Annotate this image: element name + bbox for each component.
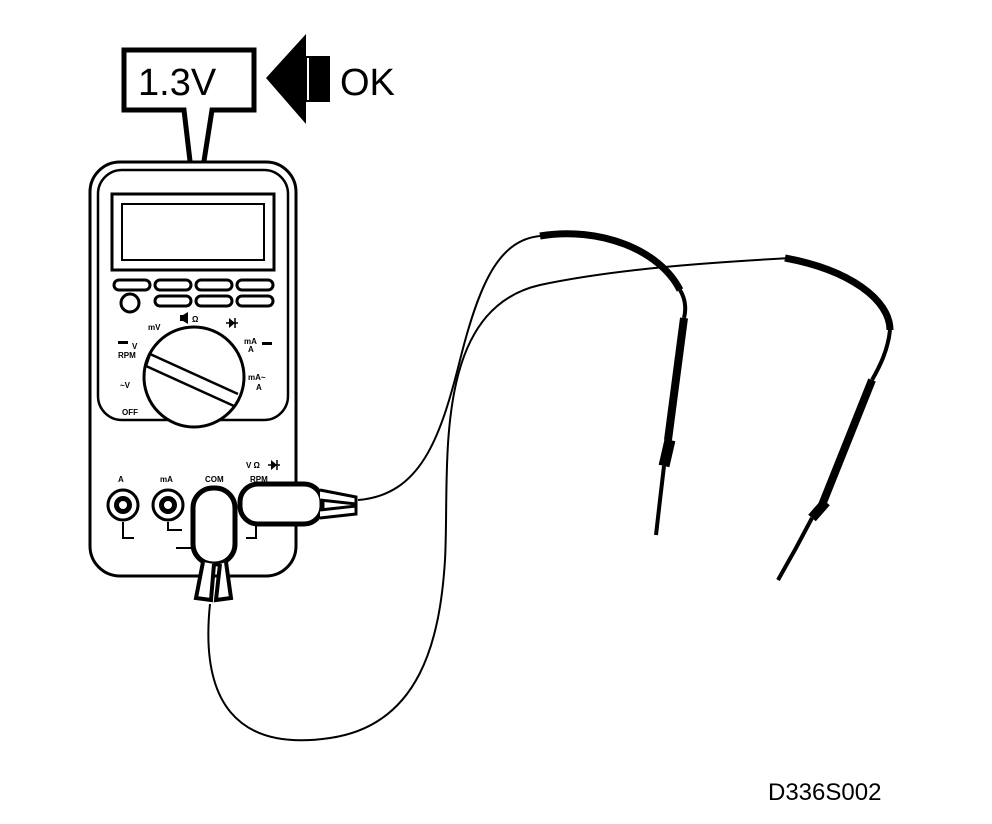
- jack-a[interactable]: [106, 488, 140, 539]
- jack-label-v-ohm: V Ω: [246, 461, 261, 470]
- dial-label-ma-dc: mA: [244, 337, 257, 346]
- dial-label-ac-v: ~V: [120, 381, 131, 390]
- lcd-screen: [121, 203, 265, 261]
- diode-icon: [226, 318, 238, 328]
- dc-symbol-icon: [262, 342, 272, 345]
- multimeter-body: mV Ω V RPM ~V OFF mA A mA~ A A mA COM V …: [88, 160, 298, 578]
- red-test-lead[interactable]: [237, 230, 688, 536]
- display-window: [110, 192, 276, 272]
- dial-label-v: V: [132, 342, 138, 351]
- dial-label-ohm: Ω: [192, 315, 199, 324]
- power-button[interactable]: [119, 292, 141, 314]
- rotary-dial[interactable]: [142, 325, 246, 429]
- dial-label-mv: mV: [148, 323, 161, 332]
- dial-label-a-dc: A: [248, 345, 254, 354]
- button-row-2[interactable]: [119, 292, 275, 314]
- reading-value: 1.3V: [138, 62, 217, 104]
- buzzer-icon: [180, 312, 188, 324]
- button-row-1[interactable]: [112, 278, 275, 292]
- dial-label-rpm: RPM: [118, 351, 136, 360]
- jack-label-com: COM: [205, 475, 224, 484]
- dc-symbol-icon: [118, 341, 128, 344]
- black-test-lead[interactable]: [190, 254, 894, 742]
- ok-label: OK: [340, 62, 395, 104]
- jack-label-a: A: [118, 475, 124, 484]
- reading-callout: 1.3V: [121, 47, 257, 213]
- jack-label-ma: mA: [160, 475, 173, 484]
- figure-code: D336S002: [768, 779, 881, 806]
- jack-ma[interactable]: [151, 488, 185, 531]
- dial-label-ma-ac: mA~: [248, 373, 266, 382]
- arrow-left-icon: [266, 34, 330, 124]
- dial-label-a-ac: A: [256, 383, 262, 392]
- jack-label-rpm: RPM: [250, 475, 268, 484]
- diode-icon: [268, 460, 280, 470]
- dial-label-off: OFF: [122, 408, 138, 417]
